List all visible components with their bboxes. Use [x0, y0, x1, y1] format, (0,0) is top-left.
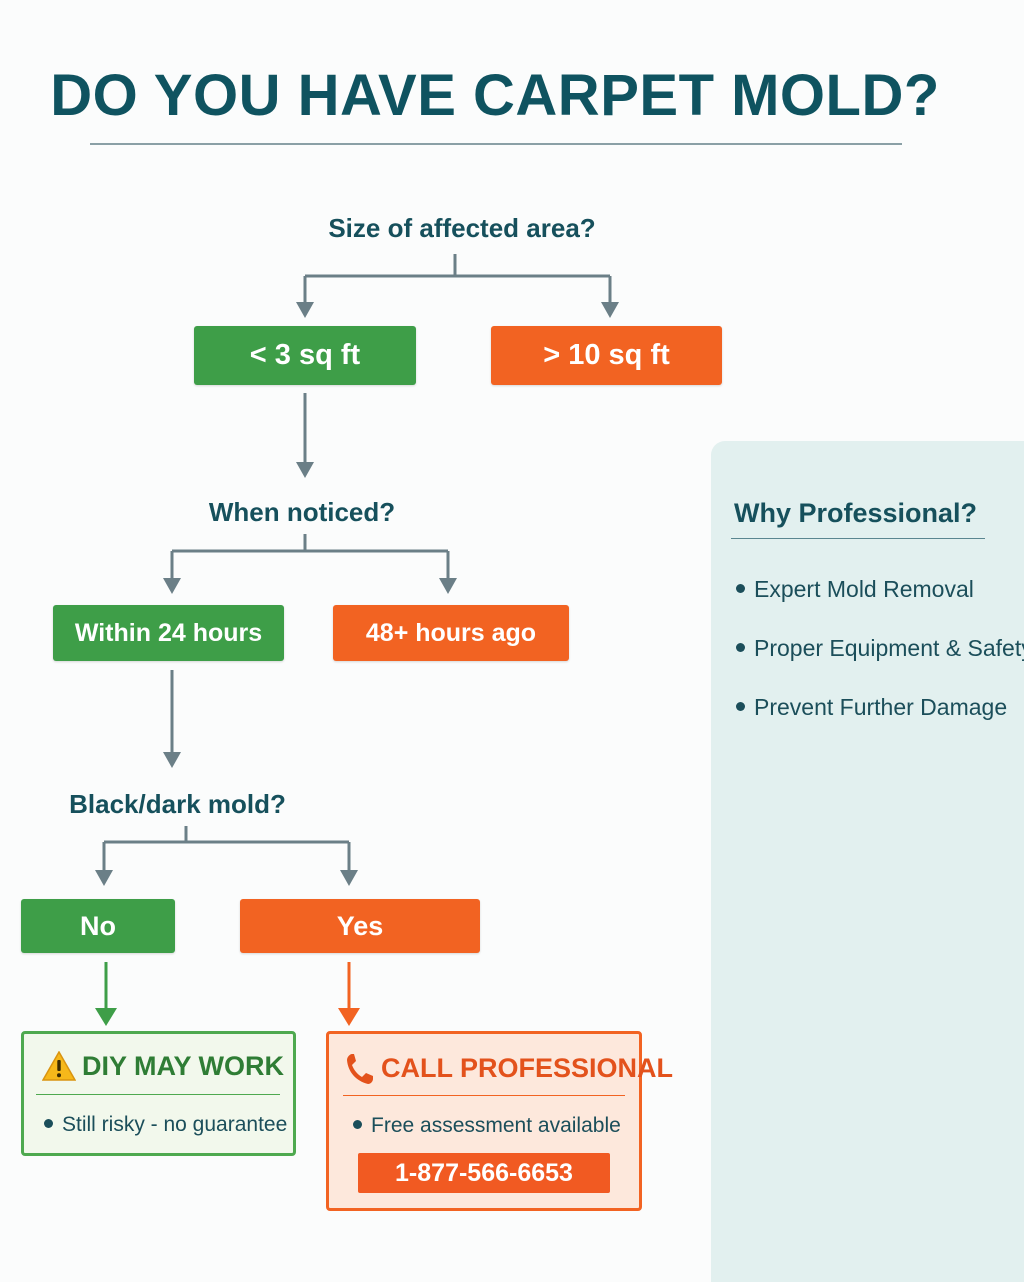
- connector-line: [303, 254, 612, 302]
- arrowhead: [95, 1008, 117, 1026]
- card-divider: [343, 1095, 625, 1096]
- bullet-icon: [736, 584, 745, 594]
- arrowhead: [338, 1008, 360, 1026]
- sidebar-item: Proper Equipment & Safety: [736, 635, 1024, 662]
- connector-line: [102, 826, 351, 870]
- professional-result-card: CALL PROFESSIONAL Free assessment availa…: [326, 1031, 673, 1211]
- sidebar-item: Expert Mold Removal: [736, 576, 974, 603]
- arrowhead: [601, 302, 619, 318]
- question-color: Black/dark mold?: [69, 789, 286, 819]
- diy-result-card: DIY MAY WORK Still risky - no guarantee: [21, 1031, 296, 1156]
- question-when: When noticed?: [208, 497, 396, 527]
- bullet-icon: [736, 643, 745, 653]
- connector-line: [170, 534, 450, 578]
- phone-icon: [345, 1052, 375, 1091]
- sidebar-divider: [731, 538, 985, 539]
- option-large-area: > 10 sq ft: [491, 326, 722, 385]
- question-size: Size of affected area?: [328, 213, 596, 243]
- phone-number-button[interactable]: 1-877-566-6653: [358, 1153, 610, 1193]
- card-divider: [36, 1094, 280, 1095]
- option-no: No: [21, 899, 175, 953]
- sidebar-title: Why Professional?: [734, 498, 978, 528]
- option-old: 48+ hours ago: [333, 605, 569, 661]
- bullet-icon: [44, 1118, 53, 1128]
- arrowhead: [296, 462, 314, 478]
- arrowhead: [439, 578, 457, 594]
- professional-title: CALL PROFESSIONAL: [381, 1053, 674, 1083]
- arrowhead: [163, 752, 181, 768]
- option-small-area: < 3 sq ft: [194, 326, 416, 385]
- arrowhead: [163, 578, 181, 594]
- arrowhead: [95, 870, 113, 886]
- bullet-icon: [736, 702, 745, 712]
- diy-title: DIY MAY WORK: [82, 1051, 285, 1081]
- why-professional-panel: [711, 441, 1024, 1282]
- professional-note: Free assessment available: [353, 1114, 621, 1138]
- sidebar-item: Prevent Further Damage: [736, 694, 1007, 721]
- arrowhead: [340, 870, 358, 886]
- option-yes: Yes: [240, 899, 480, 953]
- bullet-icon: [353, 1119, 362, 1129]
- option-recent: Within 24 hours: [53, 605, 284, 661]
- title-divider: [90, 143, 902, 145]
- arrowhead: [296, 302, 314, 318]
- page-title: DO YOU HAVE CARPET MOLD?: [50, 63, 940, 128]
- warning-icon: [41, 1050, 77, 1086]
- diy-note: Still risky - no guarantee: [44, 1113, 287, 1137]
